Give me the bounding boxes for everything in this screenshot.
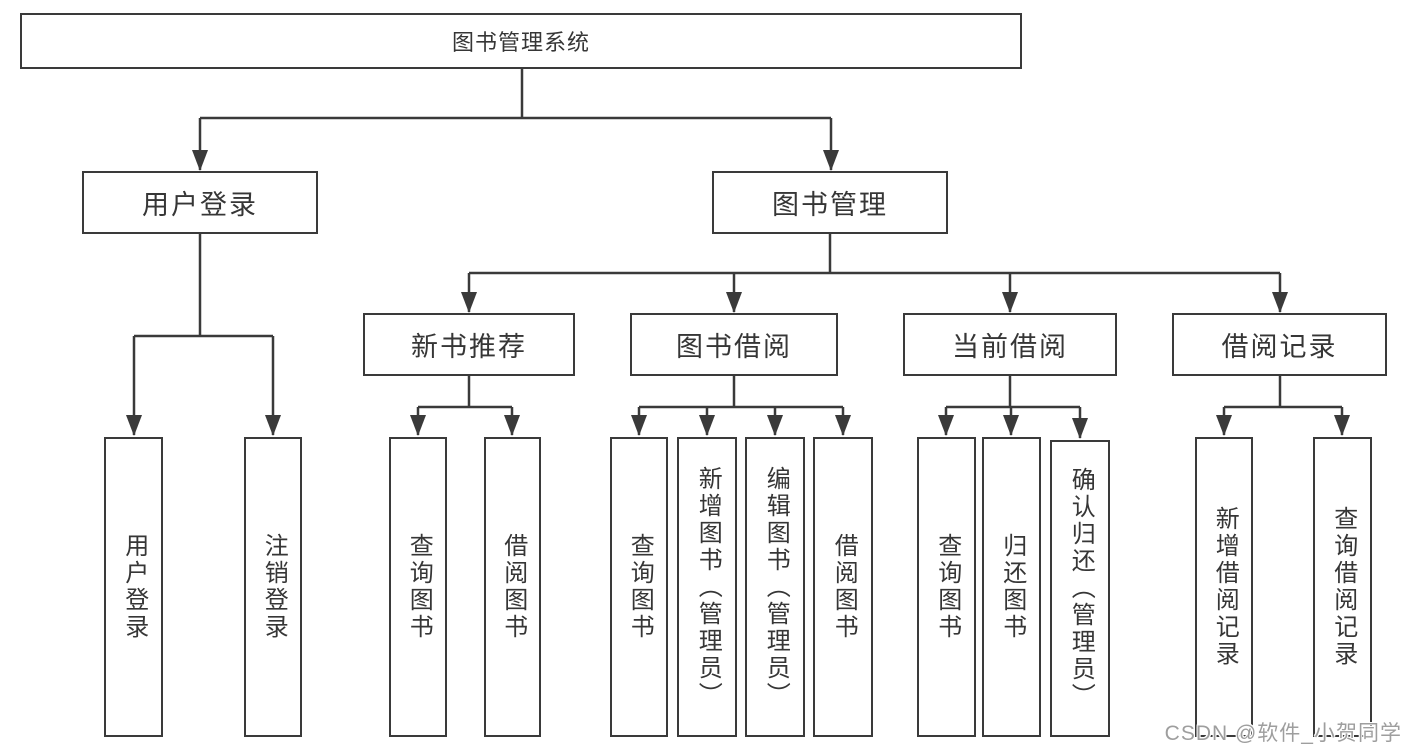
leaf-borrow-books-recommend: 借阅图书 <box>484 437 541 737</box>
node-new-book-recommend: 新书推荐 <box>363 313 575 376</box>
leaf-user-login: 用户登录 <box>104 437 163 737</box>
leaf-borrow-books: 借阅图书 <box>813 437 873 737</box>
node-current-borrow: 当前借阅 <box>903 313 1117 376</box>
leaf-add-borrow-record: 新增借阅记录 <box>1195 437 1253 737</box>
leaf-query-books-recommend: 查询图书 <box>389 437 447 737</box>
arrowhead <box>631 415 647 436</box>
leaf-return-book: 归还图书 <box>982 437 1041 737</box>
leaf-add-book-admin: 新增图书（管理员） <box>677 437 737 737</box>
arrowhead <box>126 415 142 436</box>
arrowhead <box>823 150 839 171</box>
arrowhead <box>1003 415 1019 436</box>
arrowhead <box>938 415 954 436</box>
node-book-management-system: 图书管理系统 <box>20 13 1022 69</box>
watermark: CSDN @软件_小贺同学 <box>1164 722 1402 745</box>
arrowhead <box>1002 292 1018 313</box>
arrowhead <box>504 415 520 436</box>
node-borrow-records: 借阅记录 <box>1172 313 1387 376</box>
arrowhead <box>1272 292 1288 313</box>
arrowhead <box>1216 415 1232 436</box>
leaf-edit-book-admin: 编辑图书（管理员） <box>745 437 805 737</box>
node-user-login: 用户登录 <box>82 171 318 234</box>
arrowhead <box>835 415 851 436</box>
arrowhead <box>1334 415 1350 436</box>
arrowhead <box>192 150 208 171</box>
arrowhead <box>699 415 715 436</box>
arrowhead <box>726 292 742 313</box>
leaf-query-books-borrow: 查询图书 <box>610 437 668 737</box>
leaf-confirm-return-admin: 确认归还（管理员） <box>1050 440 1110 737</box>
node-book-management: 图书管理 <box>712 171 948 234</box>
leaf-query-books-current: 查询图书 <box>917 437 976 737</box>
arrowhead <box>767 415 783 436</box>
arrowhead <box>265 415 281 436</box>
arrowhead <box>1072 418 1088 439</box>
node-book-borrow: 图书借阅 <box>630 313 838 376</box>
arrowhead <box>461 292 477 313</box>
leaf-logout: 注销登录 <box>244 437 302 737</box>
leaf-query-borrow-record: 查询借阅记录 <box>1313 437 1372 737</box>
arrowhead <box>410 415 426 436</box>
